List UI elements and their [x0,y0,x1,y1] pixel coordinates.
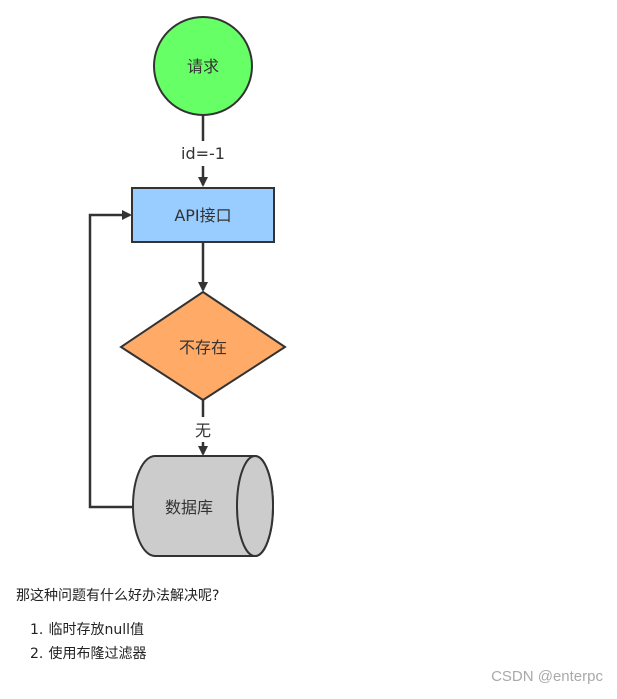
solution-number: 2. [30,646,44,662]
api-node [131,187,275,243]
database-node-label: 数据库 [165,498,213,517]
solution-item: 1. 临时存放null值 [14,618,146,642]
start-node-label: 请求 [187,57,219,76]
edge-label-none: 无 [195,421,211,440]
decision-node [119,290,287,402]
database-node [132,455,274,557]
decision-node-label: 不存在 [179,338,227,357]
api-node-label: API接口 [174,206,231,225]
solution-text: 临时存放null值 [48,622,144,638]
start-node [153,16,253,116]
solution-item: 2. 使用布隆过滤器 [14,642,146,666]
watermark: CSDN @enterpc [491,668,603,685]
solution-text: 使用布隆过滤器 [48,646,147,662]
question-text: 那这种问题有什么好办法解决呢? [16,588,220,604]
edge-db-to-api-loop [88,210,133,509]
flowchart-diagram: id=-1 无 请求 API接口 不存在 数据库 [88,16,287,557]
solutions-list: 1. 临时存放null值 2. 使用布隆过滤器 [14,618,146,666]
edge-label-id: id=-1 [181,144,225,163]
solution-number: 1. [30,622,44,638]
